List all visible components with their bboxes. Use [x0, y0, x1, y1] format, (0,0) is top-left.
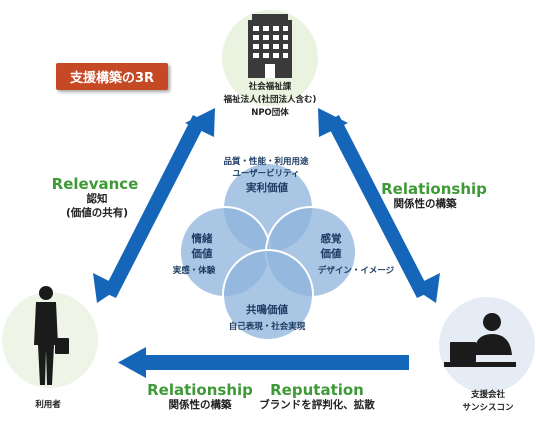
right-node-line1: 支援会社: [470, 390, 506, 400]
office-building-icon: [248, 14, 292, 78]
laptop-user-icon: [444, 313, 516, 367]
reputation-line1: ブランドを評判化、拡散: [259, 399, 375, 411]
relevance-title: Relevance: [51, 175, 139, 193]
petal-top-caption1: 品質・性能・利用用途: [223, 157, 309, 167]
petal-right-line2: 価値: [320, 248, 342, 260]
petal-bottom: [222, 249, 314, 341]
top-node-line1: 社会福祉課: [248, 82, 292, 92]
arrow-bottom-edge: [118, 347, 409, 378]
businessman-icon: [34, 286, 69, 385]
top-node-line2: 福祉法人(社団法人含む): [223, 95, 317, 105]
petal-top-caption2: ユーザービリティ: [232, 169, 300, 179]
right-node-line2: サンシスコン: [462, 403, 514, 413]
petal-bottom-caption: 自己表現・社会実現: [228, 322, 306, 332]
relationship-right-title: Relationship: [381, 180, 487, 198]
petal-left-line1: 情緒: [191, 233, 213, 245]
petal-right-caption: デザイン・イメージ: [317, 266, 395, 276]
arrow-right-edge: [318, 108, 440, 303]
relationship-bottom-line1: 関係性の構築: [168, 399, 232, 411]
left-node-label: 利用者: [35, 400, 61, 410]
petal-right-line1: 感覚: [320, 233, 342, 245]
reputation-title: Reputation: [270, 381, 364, 399]
petal-bottom-label: 共鳴価値: [246, 304, 288, 316]
relationship-bottom-title: Relationship: [147, 381, 253, 399]
value-petals: [179, 162, 357, 341]
petal-top-label: 実利価値: [246, 182, 288, 194]
top-node-line3: NPO団体: [251, 108, 289, 118]
diagram-title: 支援構築の3R: [56, 63, 168, 90]
petal-left-caption: 実感・体験: [172, 266, 216, 276]
relevance-line1: 認知: [86, 193, 108, 205]
relationship-right-line1: 関係性の構築: [393, 198, 457, 210]
arrow-left-edge: [93, 108, 215, 303]
relevance-line2: (価値の共有): [65, 207, 129, 219]
petal-left-line2: 価値: [191, 248, 213, 260]
